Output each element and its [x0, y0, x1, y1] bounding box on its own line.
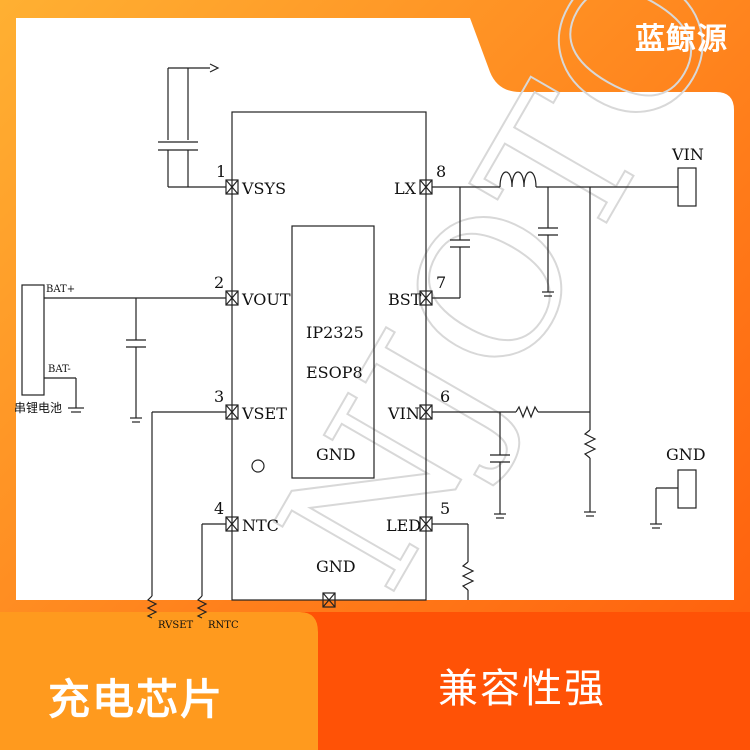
- battery-label: 串锂电池: [14, 400, 62, 415]
- pin-name-lx: LX: [394, 179, 417, 198]
- pin-num-4: 4: [214, 499, 224, 518]
- gnd-port: [677, 469, 697, 509]
- pin-num-1: 1: [216, 162, 226, 181]
- pin-name-ntc: NTC: [242, 516, 279, 535]
- pin1-marker: [251, 459, 265, 473]
- rvset-label: RVSET: [158, 620, 194, 631]
- pin-name-vsys: VSYS: [241, 179, 286, 198]
- brand-logo-text: 蓝鲸源: [635, 22, 728, 57]
- banner-left-label: 充电芯片: [48, 675, 225, 724]
- chip-core: [291, 225, 375, 479]
- pin-num-7: 7: [436, 273, 446, 292]
- bat-minus-label: BAT-: [48, 364, 71, 375]
- pin-name-vin: VIN: [387, 404, 420, 423]
- pin-name-vset: VSET: [241, 404, 287, 423]
- chip-bottom-gnd: GND: [316, 557, 356, 576]
- gnd-port-label: GND: [666, 445, 706, 464]
- chip-center-gnd: GND: [316, 445, 356, 464]
- pin-name-bst: BST: [388, 290, 422, 309]
- pin-num-6: 6: [440, 387, 450, 406]
- pin-box-left: [225, 179, 239, 532]
- pin-name-led: LED: [386, 516, 421, 535]
- pin-num-8: 8: [436, 162, 446, 181]
- rntc-label: RNTC: [208, 620, 239, 631]
- chip-model: IP2325: [306, 323, 364, 342]
- pin-num-2: 2: [214, 273, 224, 292]
- pin-num-3: 3: [214, 387, 224, 406]
- chip-package: ESOP8: [306, 363, 363, 382]
- pin-box-right: [419, 179, 433, 532]
- banner-right-label: 兼容性强: [438, 666, 606, 712]
- battery-symbol: [21, 284, 45, 396]
- bat-plus-label: BAT+: [46, 284, 75, 295]
- vin-port-label: VIN: [671, 145, 704, 164]
- vin-port: [677, 167, 697, 207]
- pin-num-5: 5: [440, 499, 450, 518]
- pin-name-vout: VOUT: [241, 290, 291, 309]
